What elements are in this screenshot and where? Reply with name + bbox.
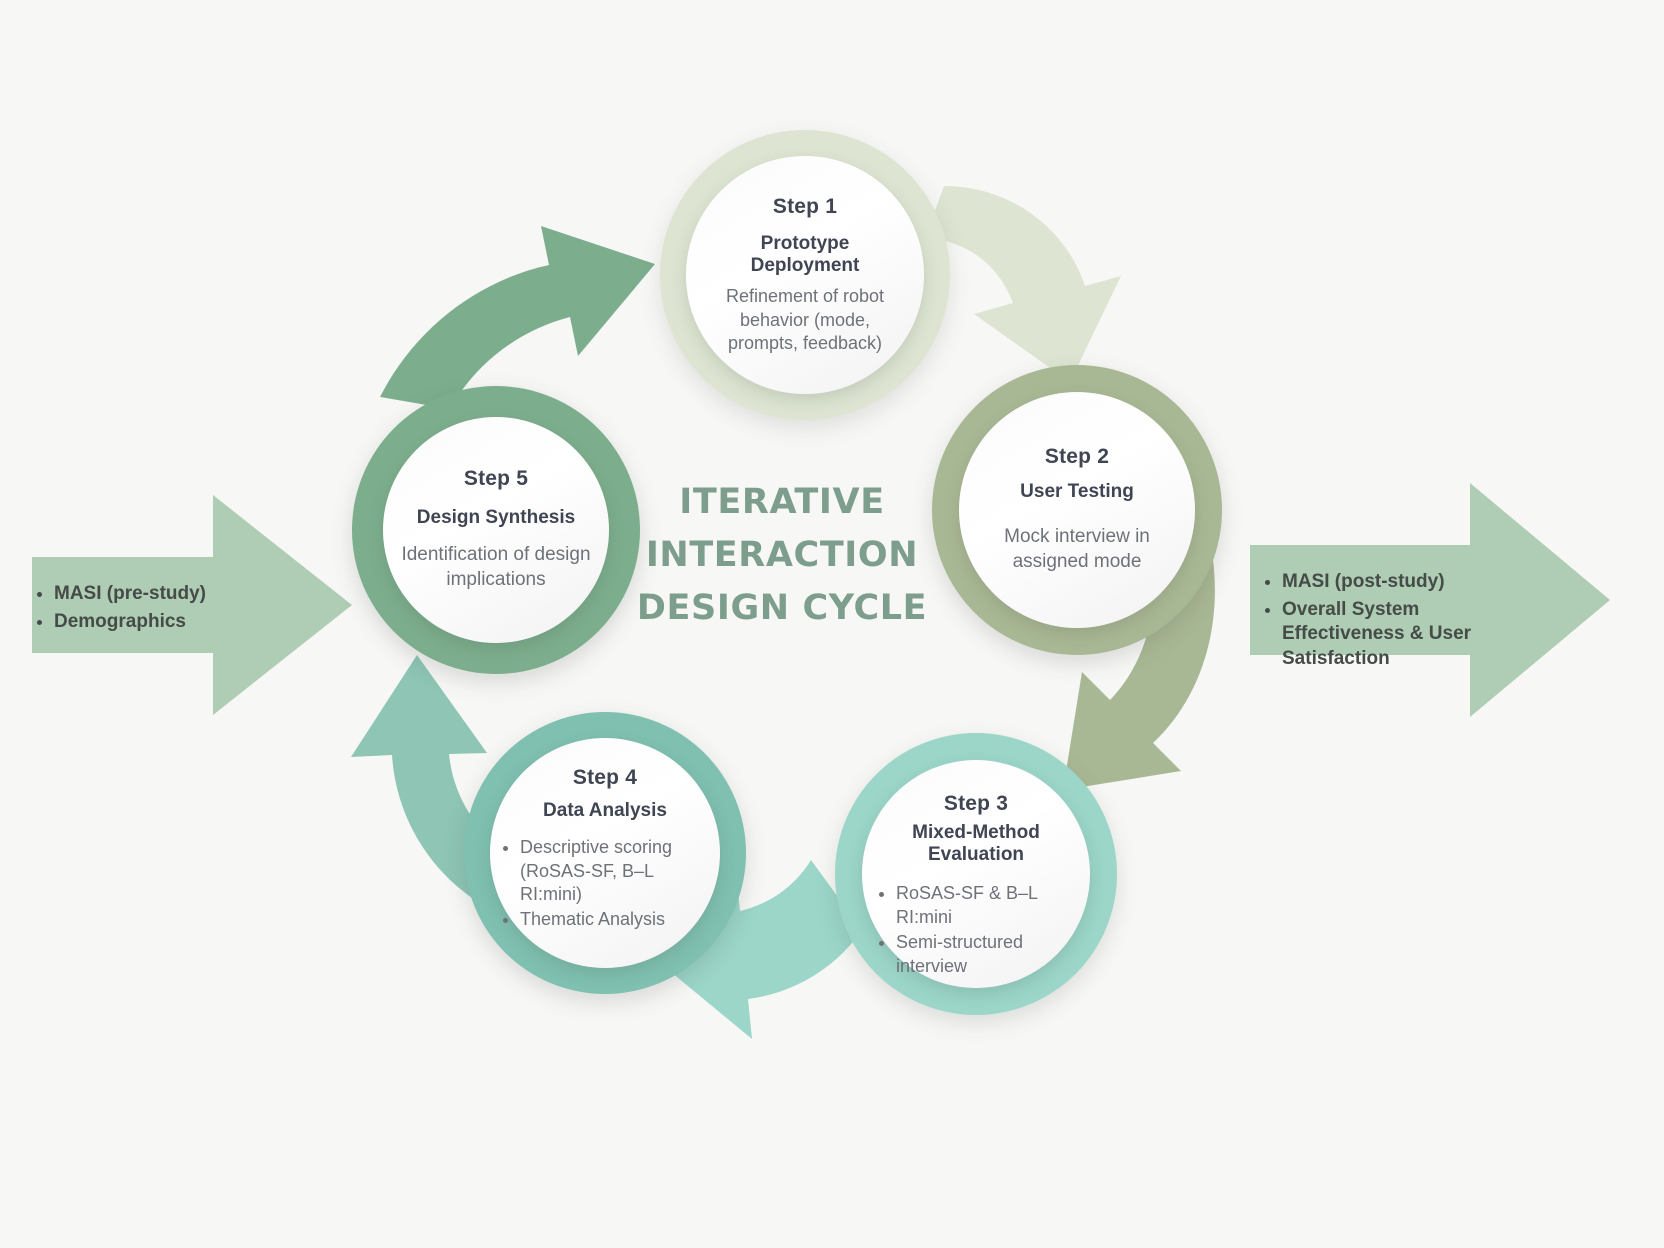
step-4-inner-circle: Step 4 Data Analysis Descriptive scoring…: [490, 738, 720, 968]
step-3-node[interactable]: Step 3 Mixed-Method Evaluation RoSAS-SF …: [835, 733, 1117, 1015]
step-4-node[interactable]: Step 4 Data Analysis Descriptive scoring…: [464, 712, 746, 994]
step-2-node[interactable]: Step 2 User Testing Mock interview in as…: [932, 365, 1222, 655]
step-1-description: Refinement of robot behavior (mode, prom…: [725, 286, 885, 353]
list-item: MASI (pre-study): [54, 582, 280, 607]
step-1-title-line-1: Prototype: [760, 232, 850, 254]
step-3-title: Mixed-Method Evaluation: [912, 822, 1040, 866]
arrow-step2-to-step3-shape: [1063, 560, 1215, 790]
list-item: Overall System Effectiveness & User Sati…: [1282, 598, 1520, 672]
step-3-title-line-2: Evaluation: [927, 844, 1025, 866]
step-1-inner-circle: Step 1 Prototype Deployment Refinement o…: [686, 156, 924, 394]
arrow-step5-to-step1-shape: [380, 226, 655, 409]
step-4-bullets: Descriptive scoring (RoSAS-SF, B–L RI:mi…: [500, 836, 710, 934]
step-1-number: Step 1: [772, 194, 838, 218]
arrow-step1-to-step2-shape: [925, 186, 1121, 382]
step-4-title: Data Analysis: [543, 800, 667, 821]
list-item: Thematic Analysis: [520, 908, 710, 931]
output-arrow-label: MASI (post-study) Overall System Effecti…: [1258, 570, 1520, 674]
step-2-number: Step 2: [1044, 445, 1110, 469]
step-1-title-line-2: Deployment: [750, 254, 860, 276]
step-5-node[interactable]: Step 5 Design Synthesis Identification o…: [352, 386, 640, 674]
list-item: Demographics: [54, 610, 280, 635]
step-1-node[interactable]: Step 1 Prototype Deployment Refinement o…: [660, 130, 950, 420]
center-title-line-3: DESIGN CYCLE: [636, 588, 928, 629]
center-title-line-2: INTERACTION: [645, 535, 919, 576]
center-title-line-1: ITERATIVE: [679, 482, 885, 522]
input-arrow-shape: [32, 495, 352, 715]
step-5-title: Design Synthesis: [416, 507, 576, 529]
step-2-title: User Testing: [1020, 481, 1134, 503]
step-4-number: Step 4: [572, 766, 638, 789]
input-arrow-label: MASI (pre-study) Demographics: [30, 582, 280, 637]
list-item: Descriptive scoring (RoSAS-SF, B–L RI:mi…: [520, 836, 710, 906]
output-arrow-shape: [1250, 483, 1610, 717]
step-2-description: Mock interview in assigned mode: [1004, 526, 1150, 573]
step-3-inner-circle: Step 3 Mixed-Method Evaluation RoSAS-SF …: [862, 760, 1090, 988]
step-2-inner-circle: Step 2 User Testing Mock interview in as…: [959, 392, 1195, 628]
step-5-description: Identification of design implications: [401, 544, 591, 591]
list-item: RoSAS-SF & B–L RI:mini: [896, 882, 1076, 929]
step-3-title-line-1: Mixed-Method: [912, 822, 1040, 843]
center-title: ITERATIVE INTERACTION DESIGN CYCLE: [612, 476, 952, 636]
step-5-number: Step 5: [463, 467, 529, 491]
step-5-inner-circle: Step 5 Design Synthesis Identification o…: [383, 417, 609, 643]
step-1-title: Prototype Deployment: [751, 233, 860, 277]
step-3-bullets: RoSAS-SF & B–L RI:mini Semi-structured i…: [876, 882, 1076, 980]
step-3-number: Step 3: [943, 792, 1009, 815]
list-item: MASI (post-study): [1282, 570, 1520, 595]
list-item: Semi-structured interview: [896, 931, 1076, 978]
